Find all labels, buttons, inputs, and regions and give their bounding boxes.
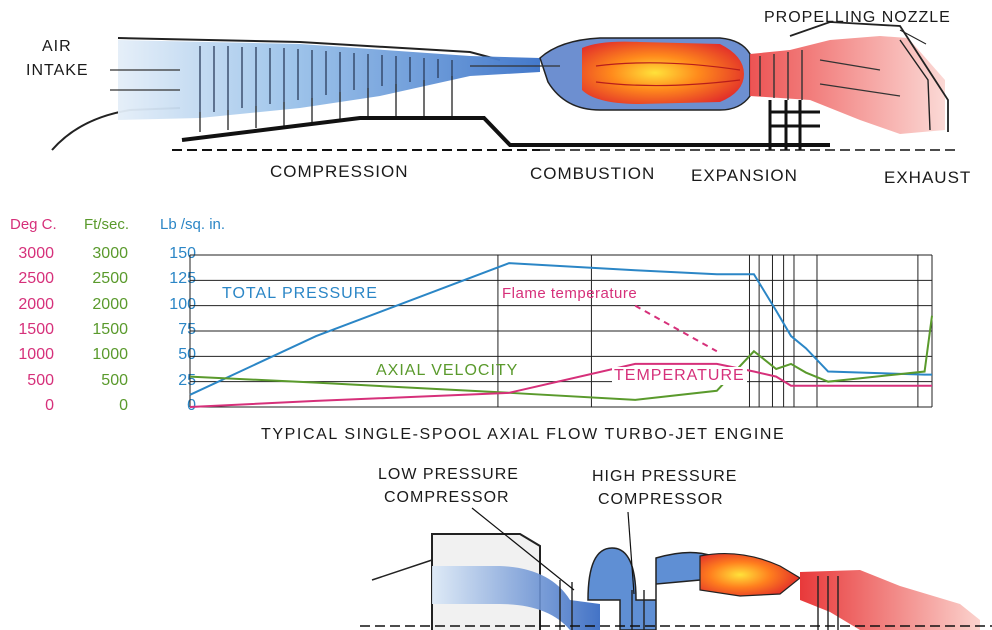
series-line-flame-temperature — [634, 304, 718, 353]
tick-label: 3000 — [18, 245, 54, 262]
tick-label: 1000 — [18, 346, 54, 364]
chart-title: TYPICAL SINGLE-SPOOL AXIAL FLOW TURBO-JE… — [261, 426, 786, 443]
tick-label: 50 — [178, 346, 196, 364]
tick-label: 75 — [178, 321, 196, 338]
tick-label: 1500 — [92, 321, 128, 338]
compressor-section — [118, 40, 540, 120]
series-line-total-pressure — [189, 262, 932, 396]
tick-label: 3000 — [92, 245, 128, 262]
air-intake-label-2: INTAKE — [26, 62, 89, 79]
tick-label: 0 — [119, 397, 128, 414]
lp-compressor-flow — [432, 566, 600, 630]
exhaust-label: EXHAUST — [884, 168, 972, 187]
tick-label: 100 — [169, 295, 196, 313]
tick-label: 2500 — [92, 270, 128, 288]
main-shaft — [181, 116, 830, 147]
exhaust-section — [750, 36, 945, 134]
flame — [582, 41, 744, 104]
hp-compressor-label-2: COMPRESSOR — [598, 491, 724, 508]
series-label-temperature: TEMPERATURE — [612, 367, 747, 385]
tick-label: 1000 — [92, 346, 128, 364]
tick-label: 1500 — [18, 321, 54, 338]
series-label-flame-temperature: Flame temperature — [502, 285, 638, 302]
series-line-temperature — [189, 362, 932, 408]
lp-compressor-label-2: COMPRESSOR — [384, 489, 510, 506]
series-label-axial-velocity: AXIAL VELOCITY — [376, 362, 519, 379]
axis-header-temp: Deg C. — [10, 216, 57, 233]
tick-label: 150 — [169, 245, 196, 262]
tick-label: 2500 — [18, 270, 54, 288]
tick-label: 125 — [169, 270, 196, 288]
series-label-total-pressure: TOTAL PRESSURE — [222, 285, 378, 302]
expansion-label: EXPANSION — [691, 166, 798, 185]
tick-label: 2000 — [18, 295, 54, 313]
exhaust-bottom — [800, 570, 980, 630]
combustion-label: COMBUSTION — [530, 164, 656, 183]
propelling-nozzle-label: PROPELLING NOZZLE — [764, 9, 951, 26]
tick-label: 500 — [27, 371, 54, 389]
hp-compressor-label: HIGH PRESSURE — [592, 468, 738, 485]
series-line-axial-velocity — [189, 315, 933, 401]
tick-label: 0 — [45, 397, 54, 414]
combustor-bottom — [699, 552, 802, 597]
tick-label: 2000 — [92, 295, 128, 313]
hp-compressor-flow — [587, 547, 714, 630]
lp-compressor-label: LOW PRESSURE — [378, 466, 519, 483]
compressor-blades — [199, 46, 453, 112]
turbine-blades — [759, 50, 803, 100]
tick-label: 0 — [187, 397, 196, 414]
tick-label: 500 — [101, 371, 128, 389]
axis-header-pressure: Lb /sq. in. — [160, 216, 226, 233]
axis-header-velocity: Ft/sec. — [84, 216, 130, 233]
air-intake-label: AIR — [42, 38, 72, 55]
compression-label: COMPRESSION — [270, 162, 409, 181]
